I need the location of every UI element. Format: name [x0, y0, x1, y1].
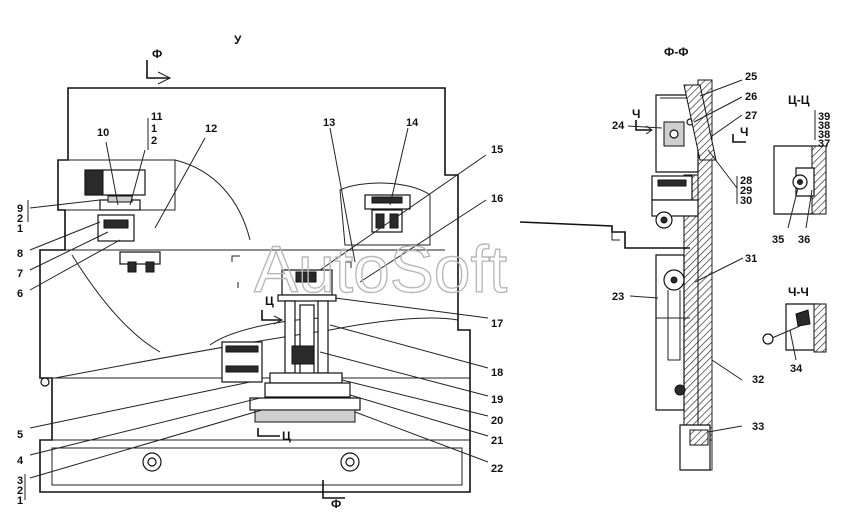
callout-10: 10 [97, 127, 109, 139]
view-title-section-ch: Ч-Ч [788, 285, 809, 299]
section-mark-ch-left: Ч [632, 107, 640, 121]
callout-21: 21 [491, 435, 503, 447]
callout-30: 30 [740, 195, 752, 207]
callout-25: 25 [745, 71, 757, 83]
main-view [24, 60, 489, 500]
callout-15: 15 [491, 144, 503, 156]
callout-36: 36 [798, 234, 810, 246]
callout-37: 37 [818, 138, 830, 150]
callout-23: 23 [612, 291, 624, 303]
callout-2c: 2 [17, 485, 23, 497]
callout-1: 1 [151, 123, 157, 135]
section-mark-ts-lower: Ц [282, 429, 291, 443]
callout-5: 5 [17, 429, 23, 441]
callout-20: 20 [491, 415, 503, 427]
callout-6: 6 [17, 288, 23, 300]
section-mark-f-bottom: Ф [331, 497, 341, 511]
view-title-main: У [234, 33, 242, 47]
section-mark-ts-upper: Ц [265, 294, 274, 308]
callout-34: 34 [790, 363, 803, 375]
callout-2b: 2 [17, 213, 23, 225]
section-ts-ts [773, 110, 827, 229]
callout-17: 17 [491, 318, 503, 330]
callout-7: 7 [17, 268, 23, 280]
callout-9: 9 [17, 203, 23, 215]
callout-29: 29 [740, 185, 752, 197]
watermark: AutoSoft [254, 232, 507, 306]
callout-4: 4 [17, 455, 24, 467]
callout-33: 33 [752, 421, 764, 433]
central-support-column [249, 269, 361, 423]
callout-11: 11 [151, 111, 163, 123]
callout-13: 13 [323, 117, 335, 129]
callout-8: 8 [17, 248, 23, 260]
callout-38b: 38 [818, 129, 830, 141]
callout-16: 16 [491, 193, 503, 205]
section-mark-f-top: Ф [152, 47, 162, 61]
callout-24: 24 [612, 120, 625, 132]
section-mark-ch-right: Ч [740, 125, 748, 139]
callout-26: 26 [745, 91, 757, 103]
callout-32: 32 [752, 374, 764, 386]
callout-14: 14 [406, 117, 419, 129]
section-f-f [519, 79, 746, 471]
callout-1b: 1 [17, 223, 23, 235]
callout-35: 35 [772, 234, 784, 246]
callout-2: 2 [151, 135, 157, 147]
callout-19: 19 [491, 394, 503, 406]
callout-1c: 1 [17, 495, 23, 507]
callout-39: 39 [818, 111, 830, 123]
callout-27: 27 [745, 110, 757, 122]
callout-12: 12 [205, 123, 217, 135]
callout-28: 28 [740, 175, 752, 187]
callout-3: 3 [17, 475, 23, 487]
callout-18: 18 [491, 367, 503, 379]
view-title-section-f: Ф-Ф [664, 45, 688, 59]
callout-31: 31 [745, 253, 757, 265]
lower-left-block [221, 341, 263, 383]
callout-38: 38 [818, 120, 830, 132]
left-bracket-assembly [84, 169, 161, 273]
callout-22: 22 [491, 463, 503, 475]
view-title-section-ts: Ц-Ц [788, 93, 810, 107]
right-bracket-assembly [339, 182, 431, 246]
section-ch-ch [762, 303, 827, 361]
